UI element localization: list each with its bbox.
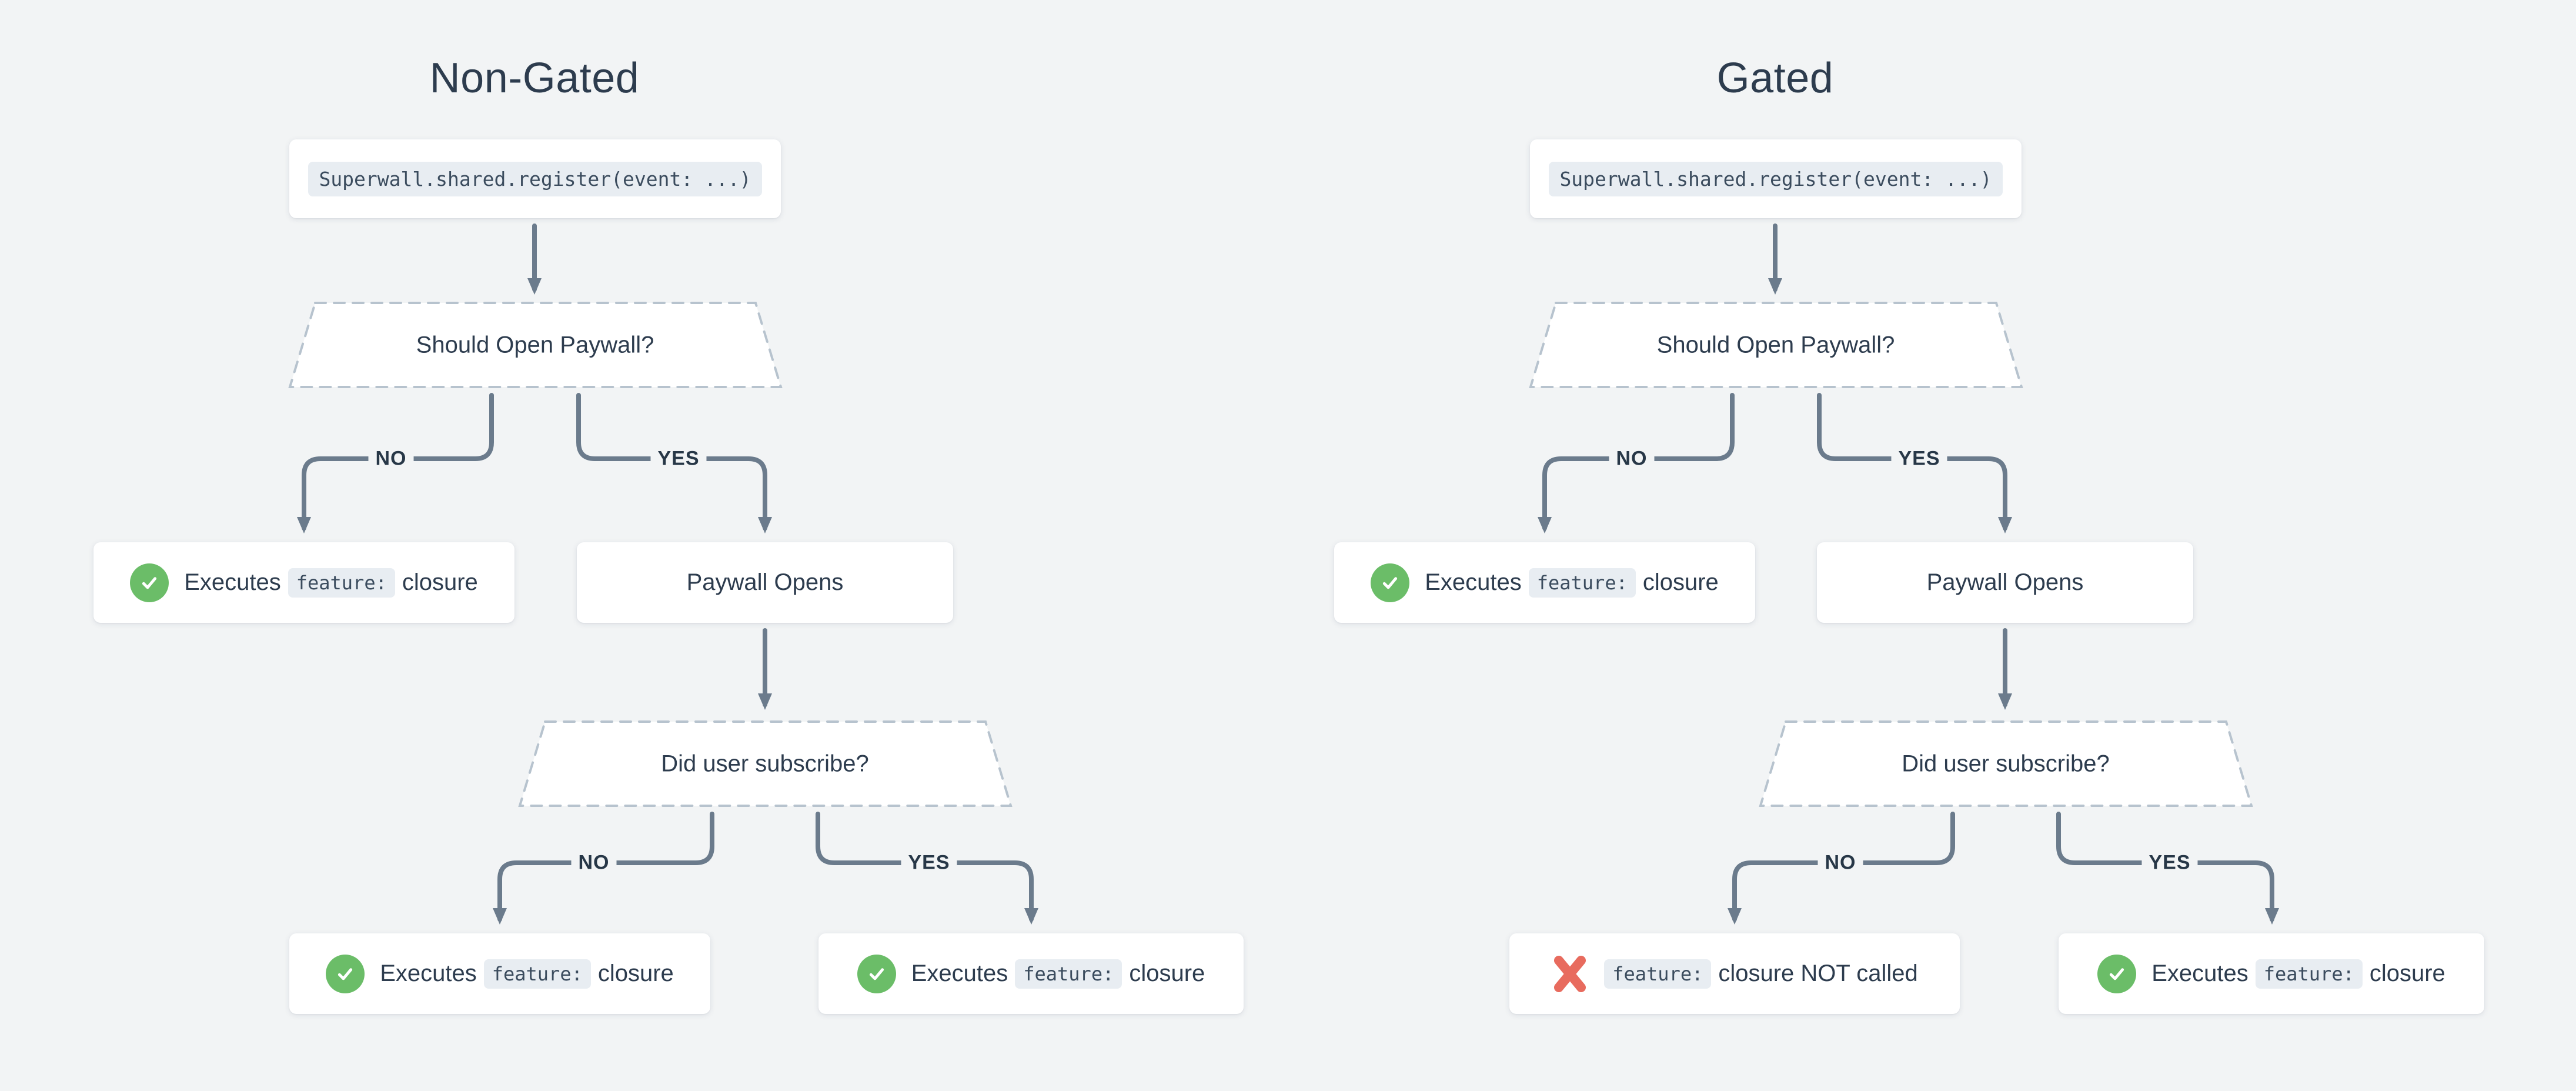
non-gated-decision-1-label: Should Open Paywall?: [416, 332, 654, 358]
non-gated-sub-no-node: Executes feature: closure: [289, 933, 710, 1014]
gated-executes-node: Executes feature: closure: [1334, 542, 1755, 623]
result-suffix: closure: [1642, 569, 1719, 595]
gated-decision-2-shape: [1759, 720, 2253, 807]
result-suffix: closure: [2369, 960, 2445, 986]
non-gated-no-label-1: NO: [368, 446, 414, 472]
gated-yes-label-2: YES: [2141, 850, 2198, 876]
gated-register-node: Superwall.shared.register(event: ...): [1530, 139, 2022, 218]
gated-title: Gated: [1716, 55, 1834, 102]
feature-code-chip: feature:: [2255, 959, 2363, 989]
check-icon: [130, 563, 169, 602]
gated-no-label-2: NO: [1817, 850, 1863, 876]
paywall-opens-label: Paywall Opens: [686, 569, 844, 595]
result-suffix: closure: [402, 569, 478, 595]
check-icon: [326, 954, 365, 993]
gated-yes-label-1: YES: [1891, 446, 1947, 472]
gated-sub-yes-node: Executes feature: closure: [2059, 933, 2484, 1014]
non-gated-sub-yes-node: Executes feature: closure: [818, 933, 1244, 1014]
result-suffix: closure: [597, 960, 674, 986]
gated-not-called-node: feature: closure NOT called: [1509, 933, 1960, 1014]
result-content: Executes feature: closure: [857, 954, 1205, 993]
result-content: Executes feature: closure: [2097, 954, 2445, 993]
feature-code-chip: feature:: [1604, 959, 1712, 989]
non-gated-title: Non-Gated: [429, 55, 640, 102]
non-gated-register-code: Superwall.shared.register(event: ...): [308, 161, 762, 196]
result-content: Executes feature: closure: [1371, 563, 1719, 602]
result-suffix: closure NOT called: [1718, 960, 1918, 986]
feature-code-chip: feature:: [483, 959, 591, 989]
gated-decision-1-shape: [1529, 302, 2023, 388]
non-gated-paywall-opens-node: Paywall Opens: [577, 542, 953, 623]
feature-code-chip: feature:: [1015, 959, 1122, 989]
result-content: feature: closure NOT called: [1551, 955, 1918, 993]
result-prefix: Executes: [911, 960, 1008, 986]
result-prefix: Executes: [2151, 960, 2248, 986]
check-icon: [857, 954, 896, 993]
non-gated-register-node: Superwall.shared.register(event: ...): [289, 139, 781, 218]
check-icon: [1371, 563, 1410, 602]
gated-register-code: Superwall.shared.register(event: ...): [1549, 161, 2003, 196]
feature-code-chip: feature:: [1528, 568, 1636, 598]
non-gated-yes-label-2: YES: [901, 850, 957, 876]
non-gated-decision-2-shape: [518, 720, 1013, 807]
result-content: Executes feature: closure: [326, 954, 674, 993]
cross-icon: [1551, 955, 1589, 993]
non-gated-executes-node: Executes feature: closure: [93, 542, 514, 623]
gated-decision-2-label: Did user subscribe?: [1902, 750, 2110, 777]
paywall-opens-label: Paywall Opens: [1926, 569, 2084, 595]
result-prefix: Executes: [1425, 569, 1522, 595]
gated-no-label-1: NO: [1609, 446, 1655, 472]
result-suffix: closure: [1129, 960, 1205, 986]
gated-paywall-opens-node: Paywall Opens: [1817, 542, 2193, 623]
non-gated-yes-label-1: YES: [650, 446, 707, 472]
feature-code-chip: feature:: [288, 568, 395, 598]
check-icon: [2097, 954, 2137, 993]
result-prefix: Executes: [184, 569, 281, 595]
result-prefix: Executes: [380, 960, 477, 986]
non-gated-decision-2-label: Did user subscribe?: [661, 750, 869, 777]
result-content: Executes feature: closure: [130, 563, 478, 602]
non-gated-no-label-2: NO: [571, 850, 617, 876]
non-gated-decision-1-shape: [288, 302, 783, 388]
gated-decision-1-label: Should Open Paywall?: [1656, 332, 1895, 358]
